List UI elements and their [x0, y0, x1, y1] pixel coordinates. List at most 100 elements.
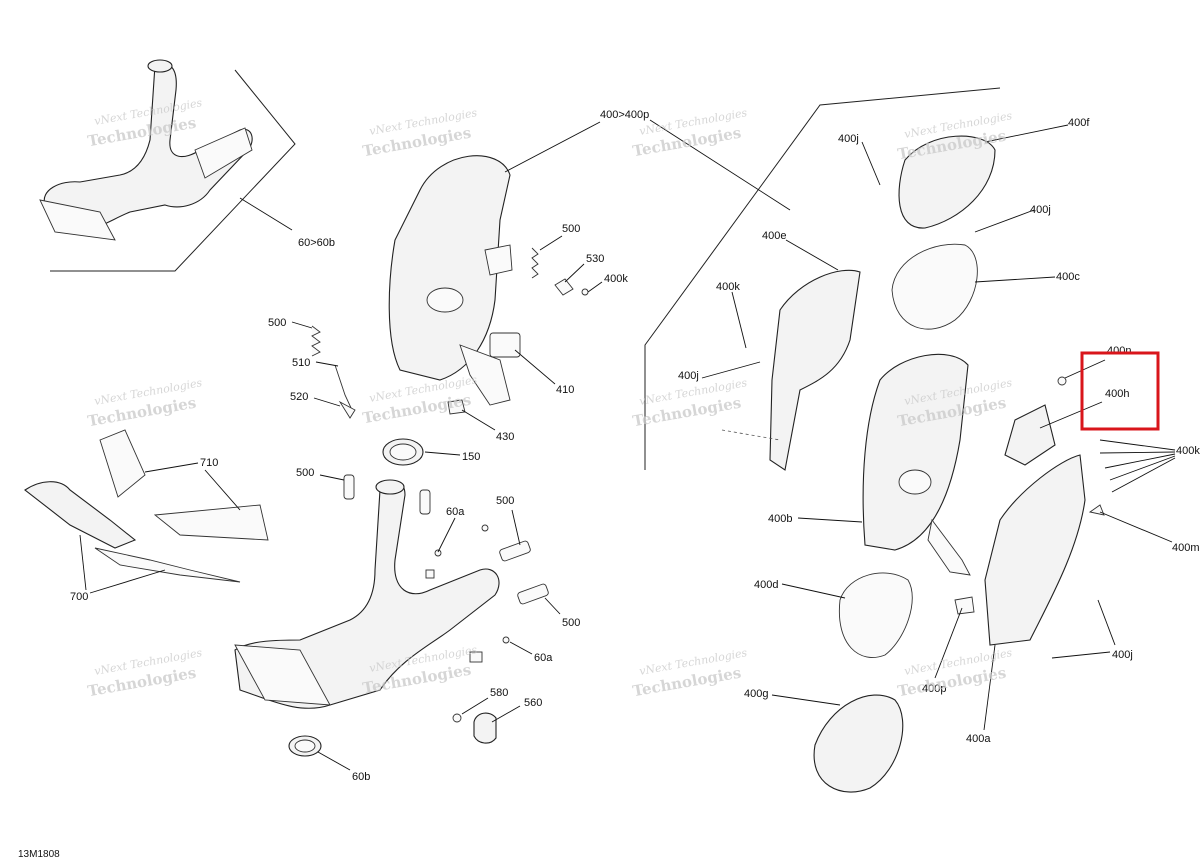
clamp-60b-drawing [288, 735, 322, 757]
callout-410: 410 [556, 384, 574, 396]
leader-60a-bottom [509, 641, 533, 655]
springs-top-drawing [531, 247, 589, 296]
callout-500-d: 500 [496, 495, 514, 507]
inset-exhaust-pipe-drawing [39, 59, 253, 241]
callout-400f: 400f [1068, 117, 1090, 129]
leader-150 [424, 451, 461, 456]
leader-400-400p [504, 121, 601, 173]
cover-400g-drawing [813, 694, 904, 793]
section-dividers [50, 69, 1001, 470]
gasket-400c-drawing [891, 243, 978, 330]
leader-400d [781, 583, 846, 599]
callout-400-400p: 400>400p [600, 109, 649, 121]
leader-500-a [539, 235, 563, 251]
shield-400a-drawing [954, 454, 1105, 646]
callout-510: 510 [292, 357, 310, 369]
callout-400e: 400e [762, 230, 786, 242]
highlight-box-400h [1080, 351, 1160, 431]
callout-400c: 400c [1056, 271, 1080, 283]
leader-60b [317, 751, 351, 771]
callout-400g: 400g [744, 688, 768, 700]
leader-700-b [89, 569, 166, 594]
clamp-560-drawing [452, 712, 497, 744]
cover-400f-drawing [898, 135, 996, 229]
callout-60-60b: 60>60b [298, 237, 335, 249]
leader-410 [514, 349, 556, 385]
leader-580 [461, 697, 489, 715]
muffler-body-400b-drawing [862, 353, 971, 576]
callout-500-b: 500 [268, 317, 286, 329]
leader-500-b [291, 321, 313, 329]
springs-left-drawing [311, 325, 356, 419]
leader-400j-bottom-a [1051, 651, 1111, 659]
callout-400k-right: 400k [1176, 445, 1200, 457]
shield-400e-drawing [769, 269, 861, 471]
callout-560: 560 [524, 697, 542, 709]
leader-400n [1064, 359, 1106, 379]
leader-700-a [79, 534, 87, 591]
callout-400p: 400p [922, 683, 946, 695]
callout-400m: 400m [1172, 542, 1200, 554]
callout-400j-bottom: 400j [1112, 649, 1133, 661]
leader-520 [313, 397, 341, 407]
callout-150: 150 [462, 451, 480, 463]
diagram-code: 13M1808 [18, 849, 60, 860]
callout-520: 520 [290, 391, 308, 403]
callout-400j-top: 400j [838, 133, 859, 145]
leader-60-60b [239, 197, 293, 231]
callout-400n: 400n [1107, 345, 1131, 357]
leader-500-e [544, 597, 561, 615]
leader-400h [1039, 401, 1103, 429]
callout-400b: 400b [768, 513, 792, 525]
bracket-400h-drawing [1004, 376, 1067, 466]
leader-530 [564, 263, 585, 283]
leader-400j-bottom-b [1097, 599, 1116, 646]
muffler-assembly-drawing [388, 155, 521, 406]
exhaust-pipe-drawing [234, 479, 500, 709]
leader-560 [491, 705, 521, 723]
leader-500-d [511, 509, 521, 546]
leader-400k-mid [587, 281, 603, 293]
leader-400a [983, 644, 996, 731]
callout-60a-bottom: 60a [534, 652, 553, 664]
callout-400j-mid: 400j [678, 370, 699, 382]
leader-710-b [204, 469, 241, 511]
callout-500-c: 500 [296, 467, 314, 479]
callout-700: 700 [70, 591, 88, 603]
leader-400p [934, 607, 963, 679]
leaders-400k-right [1099, 439, 1176, 493]
leader-430 [461, 409, 496, 431]
callout-400j-right: 400j [1030, 204, 1051, 216]
leader-400j-mid [701, 361, 761, 379]
leader-400e [785, 239, 839, 271]
springs-lower-drawing [343, 474, 549, 663]
heat-shields-drawing [24, 429, 269, 583]
callout-400a: 400a [966, 733, 991, 745]
dashed-guide-left [721, 429, 781, 441]
leader-400m [1099, 511, 1173, 543]
callout-400h: 400h [1105, 388, 1129, 400]
callout-400k-mid: 400k [604, 273, 628, 285]
leader-400k-left [731, 291, 747, 349]
gasket-150-drawing [382, 438, 424, 466]
callout-400k-left: 400k [716, 281, 740, 293]
leader-710-a [144, 462, 199, 473]
callout-400d: 400d [754, 579, 778, 591]
leader-510 [315, 361, 339, 367]
callout-500-e: 500 [562, 617, 580, 629]
callout-710: 710 [200, 457, 218, 469]
callout-430: 430 [496, 431, 514, 443]
leader-400j-top [861, 141, 881, 186]
leader-400c [974, 276, 1056, 283]
leader-400j-right [974, 209, 1035, 233]
leader-400g [771, 694, 841, 706]
cover-400d-drawing [838, 572, 913, 658]
callout-60b: 60b [352, 771, 370, 783]
callout-60a-top: 60a [446, 506, 465, 518]
callout-530: 530 [586, 253, 604, 265]
callout-500-a: 500 [562, 223, 580, 235]
leader-400f [984, 124, 1069, 143]
leader-500-c [319, 474, 345, 481]
callout-580: 580 [490, 687, 508, 699]
